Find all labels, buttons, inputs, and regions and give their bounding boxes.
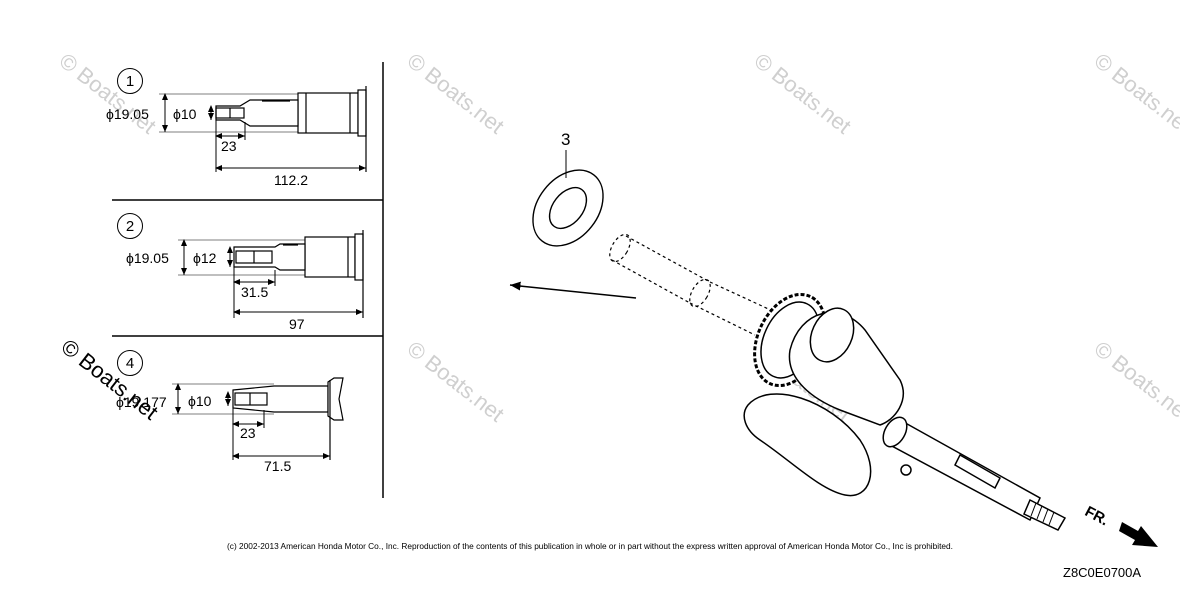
copyright-notice: (c) 2002-2013 American Honda Motor Co., … xyxy=(227,541,953,551)
inner-diameter-label: ϕ10 xyxy=(173,106,197,122)
crankshaft xyxy=(743,292,1067,531)
short-length-label: 23 xyxy=(221,138,237,154)
diagram-code: Z8C0E0700A xyxy=(1063,565,1142,580)
variant-number-badge: 1 xyxy=(117,68,143,94)
shaft-variant-2 xyxy=(233,230,364,318)
outer-diameter-label: ϕ19.177 xyxy=(116,394,167,410)
front-direction-arrow xyxy=(1119,522,1158,547)
total-length-label: 112.2 xyxy=(274,172,308,188)
shaft-variant-1 xyxy=(215,86,367,172)
install-direction-arrow xyxy=(509,281,637,299)
variant-number-badge: 2 xyxy=(117,213,143,239)
short-length-label: 31.5 xyxy=(241,284,269,300)
washer-part-3 xyxy=(532,150,604,247)
inner-diameter-label: ϕ10 xyxy=(188,393,212,409)
dashed-shaft-outline xyxy=(609,233,776,336)
total-length-label: 71.5 xyxy=(264,458,292,474)
short-length-label: 23 xyxy=(240,425,256,441)
variant-number-badge: 4 xyxy=(117,350,143,376)
inner-diameter-label: ϕ12 xyxy=(193,250,217,266)
outer-diameter-label: ϕ19.05 xyxy=(106,106,149,122)
shaft-variant-4 xyxy=(232,377,344,460)
outer-diameter-label: ϕ19.05 xyxy=(126,250,169,266)
total-length-label: 97 xyxy=(289,316,305,332)
part-callout-number: 3 xyxy=(561,130,571,149)
